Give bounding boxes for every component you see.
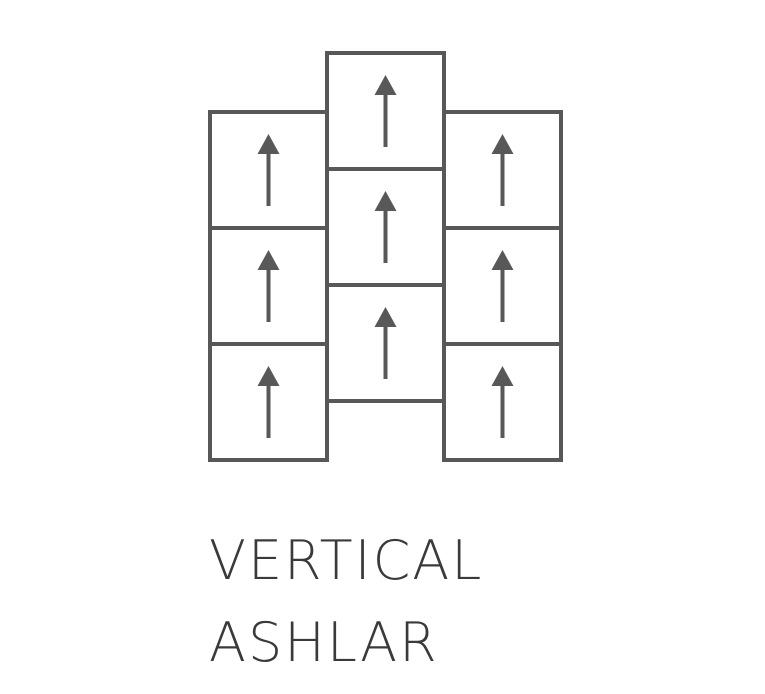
arrow-up-icon bbox=[374, 307, 397, 379]
vertical-ashlar-pattern bbox=[208, 51, 563, 462]
tile bbox=[208, 110, 329, 230]
arrow-up-icon bbox=[491, 250, 514, 322]
arrow-up-icon bbox=[491, 366, 514, 438]
tile bbox=[325, 283, 446, 403]
arrow-up-icon bbox=[257, 134, 280, 206]
pattern-title: VERTICAL ASHLAR bbox=[209, 520, 483, 684]
tile bbox=[442, 342, 563, 462]
tile-outline bbox=[442, 342, 563, 462]
tile bbox=[325, 51, 446, 171]
title-line-2: ASHLAR bbox=[209, 611, 439, 674]
tile bbox=[208, 226, 329, 346]
arrow-up-icon bbox=[374, 75, 397, 147]
arrow-up-icon bbox=[491, 134, 514, 206]
tile bbox=[325, 167, 446, 287]
arrow-up-icon bbox=[257, 366, 280, 438]
title-line-1: VERTICAL bbox=[209, 529, 484, 592]
tile-group bbox=[208, 51, 563, 462]
tile bbox=[442, 110, 563, 230]
tile bbox=[442, 226, 563, 346]
arrow-up-icon bbox=[374, 191, 397, 263]
tile bbox=[208, 342, 329, 462]
arrow-up-icon bbox=[257, 250, 280, 322]
